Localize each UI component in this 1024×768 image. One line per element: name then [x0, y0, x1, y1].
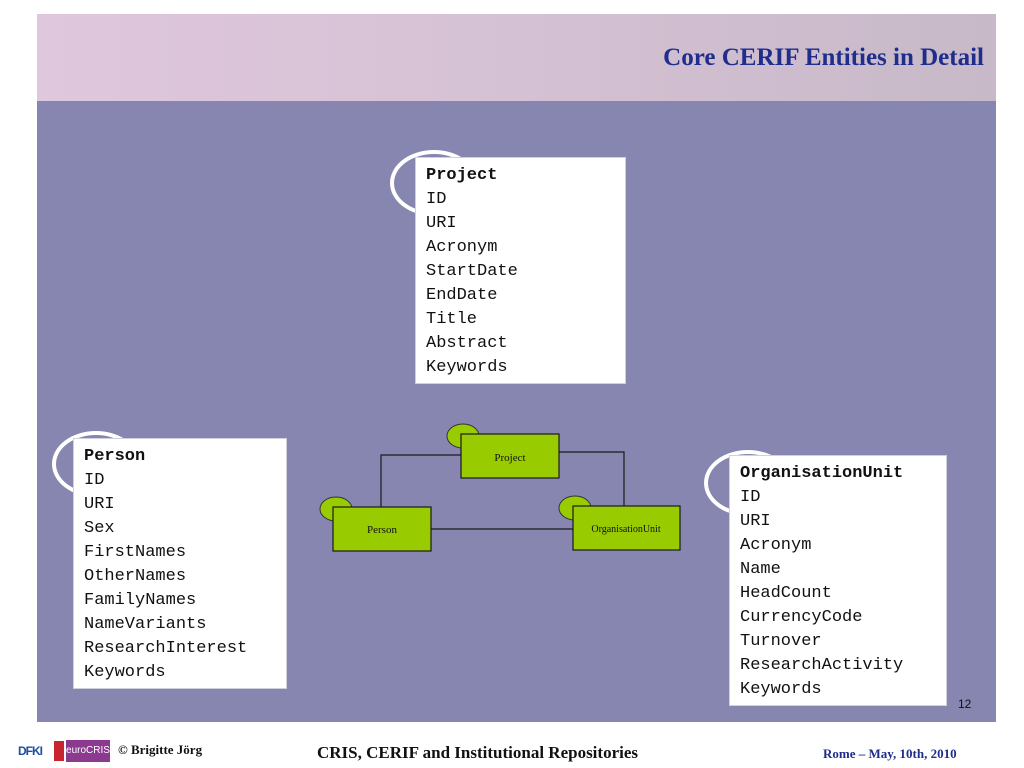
project-attr-id: ID — [426, 190, 447, 209]
orgunit-entity-card: OrganisationUnit ID URI Acronym Name Hea… — [729, 455, 947, 706]
orgunit-attr-currencycode: CurrencyCode — [740, 608, 863, 627]
orgunit-entity-name: OrganisationUnit — [740, 464, 904, 483]
orgunit-attr-acronym: Acronym — [740, 536, 812, 555]
orgunit-attr-researchactivity: ResearchActivity — [740, 656, 904, 675]
project-attr-abstract: Abstract — [426, 334, 508, 353]
orgunit-attr-id: ID — [740, 488, 761, 507]
project-attr-startdate: StartDate — [426, 262, 518, 281]
person-attr-id: ID — [84, 471, 105, 490]
orgunit-attr-name: Name — [740, 560, 781, 579]
person-attr-namevariants: NameVariants — [84, 615, 207, 634]
page-number: 12 — [958, 697, 972, 711]
footer-copyright: © Brigitte Jörg — [118, 742, 203, 757]
slide-header: Core CERIF Entities in Detail — [37, 14, 996, 101]
footer-presentation-title: CRIS, CERIF and Institutional Repositori… — [317, 743, 638, 762]
orgunit-node-box — [572, 505, 681, 551]
dfki-logo-bar — [54, 741, 64, 761]
line-project-person — [380, 454, 461, 507]
person-attr-othernames: OtherNames — [84, 567, 187, 586]
person-attr-keywords: Keywords — [84, 663, 166, 682]
eurocris-logo: euroCRIS — [66, 740, 110, 762]
project-node-box — [460, 433, 560, 479]
project-attr-keywords: Keywords — [426, 358, 508, 377]
project-attr-title: Title — [426, 310, 478, 329]
orgunit-attr-turnover: Turnover — [740, 632, 822, 651]
relationship-lines — [380, 451, 625, 530]
project-entity-card: Project ID URI Acronym StartDate EndDate… — [415, 157, 626, 384]
line-project-orgunit — [559, 451, 625, 507]
project-node-label: Project — [494, 452, 525, 464]
orgunit-node-label: OrganisationUnit — [591, 524, 660, 535]
orgunit-attr-headcount: HeadCount — [740, 584, 832, 603]
dfki-logo: DFKI — [18, 741, 64, 761]
slide-title: Core CERIF Entities in Detail — [663, 44, 984, 71]
orgunit-attr-keywords: Keywords — [740, 680, 822, 699]
project-attr-acronym: Acronym — [426, 238, 498, 257]
person-node-label: Person — [367, 524, 397, 536]
person-attr-uri: URI — [84, 495, 115, 514]
person-attr-firstnames: FirstNames — [84, 543, 187, 562]
project-attr-enddate: EndDate — [426, 286, 498, 305]
project-entity-name: Project — [426, 166, 498, 185]
person-node-box — [332, 506, 432, 552]
person-entity-name: Person — [84, 447, 146, 466]
project-attr-uri: URI — [426, 214, 457, 233]
person-entity-card: Person ID URI Sex FirstNames OtherNames … — [73, 438, 287, 689]
footer-logos: DFKI euroCRIS — [18, 740, 110, 762]
footer-event-date: Rome – May, 10th, 2010 — [823, 746, 957, 761]
person-attr-sex: Sex — [84, 519, 115, 538]
person-attr-researchinterest: ResearchInterest — [84, 639, 248, 658]
person-attr-familynames: FamilyNames — [84, 591, 197, 610]
dfki-logo-text: DFKI — [18, 744, 43, 758]
orgunit-attr-uri: URI — [740, 512, 771, 531]
